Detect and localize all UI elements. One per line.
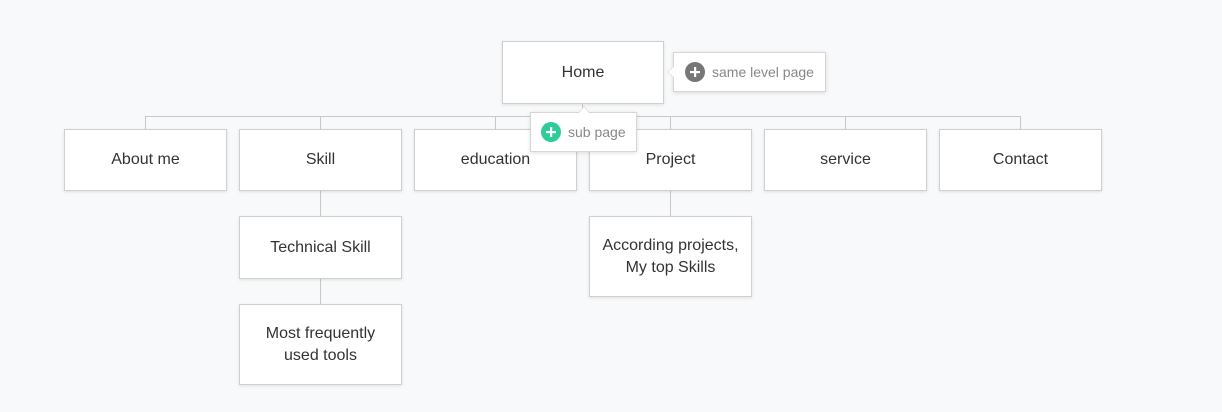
page-card-label: Project [645, 151, 696, 168]
page-card-skill[interactable]: Skill [239, 129, 402, 191]
page-card-contact[interactable]: Contact [939, 129, 1102, 191]
page-card-technical-skill[interactable]: Technical Skill [239, 216, 402, 279]
add-same-level-page-button[interactable]: same level page [667, 52, 826, 92]
connector [670, 190, 671, 216]
page-card-project[interactable]: Project [589, 129, 752, 191]
connector [845, 116, 846, 129]
connector [1020, 116, 1021, 129]
page-card-most-frequently-used-tools[interactable]: Most frequently used tools [239, 304, 402, 385]
connector [320, 116, 321, 129]
connector [495, 116, 496, 129]
connector [145, 116, 146, 129]
popover-arrow [578, 106, 590, 114]
connector [320, 190, 321, 216]
page-card-label: service [820, 151, 871, 168]
page-card-label: Skill [305, 151, 336, 168]
page-card-label: Home [561, 63, 605, 81]
page-card-according-projects[interactable]: According projects, My top Skills [589, 216, 752, 297]
page-card-label: Most frequently used tools [265, 324, 376, 364]
page-card-about-me[interactable]: About me [64, 129, 227, 191]
plus-circle-icon [685, 62, 705, 82]
connector [320, 278, 321, 304]
page-card-label: About me [111, 151, 180, 168]
plus-circle-icon [541, 122, 561, 142]
page-card-label: Contact [992, 151, 1049, 168]
sub-page-label: sub page [568, 124, 626, 140]
same-level-page-label: same level page [712, 64, 814, 80]
page-card-service[interactable]: service [764, 129, 927, 191]
popover-arrow [667, 66, 675, 78]
page-card-label: Technical Skill [270, 238, 371, 256]
page-card-label: education [460, 151, 531, 168]
page-card-home[interactable]: Home [502, 41, 664, 104]
page-card-label: According projects, My top Skills [602, 236, 739, 276]
connector [670, 116, 671, 129]
add-sub-page-button[interactable]: sub page [530, 106, 637, 152]
